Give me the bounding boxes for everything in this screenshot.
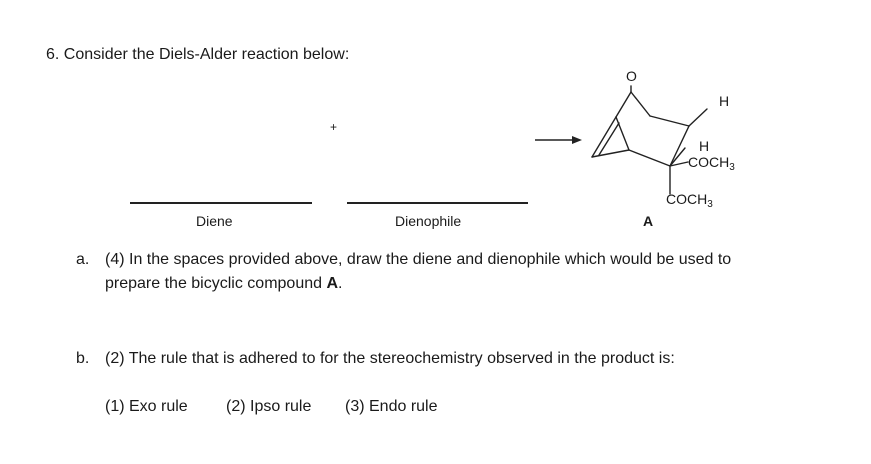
plus-sign: +: [330, 120, 338, 134]
product-label: A: [643, 213, 654, 229]
diene-answer-line[interactable]: [130, 202, 312, 204]
option-ipso-rule[interactable]: (2) Ipso rule: [226, 398, 312, 415]
part-b-text: (2) The rule that is adhered to for the …: [105, 350, 675, 367]
option-endo-rule[interactable]: (3) Endo rule: [345, 398, 438, 415]
option-exo-rule[interactable]: (1) Exo rule: [105, 398, 188, 415]
oxygen-atom-label: O: [626, 68, 637, 84]
bicyclic-product-structure: [591, 85, 708, 195]
dienophile-answer-line[interactable]: [347, 202, 528, 204]
part-a-line2: prepare the bicyclic compound A.: [105, 275, 343, 292]
dienophile-label: Dienophile: [395, 213, 462, 229]
acetyl-group-label-1: COCH3: [688, 154, 735, 173]
question-title: 6. Consider the Diels-Alder reaction bel…: [46, 46, 350, 63]
part-a-line1: (4) In the spaces provided above, draw t…: [105, 251, 732, 268]
acetyl-group-label-2: COCH3: [666, 191, 713, 210]
part-b-letter: b.: [76, 350, 90, 367]
hydrogen-top-label: H: [719, 93, 730, 109]
reaction-arrow: [535, 136, 582, 144]
hydrogen-mid-label: H: [699, 138, 710, 154]
diene-label: Diene: [196, 213, 233, 229]
part-a-letter: a.: [76, 251, 90, 268]
